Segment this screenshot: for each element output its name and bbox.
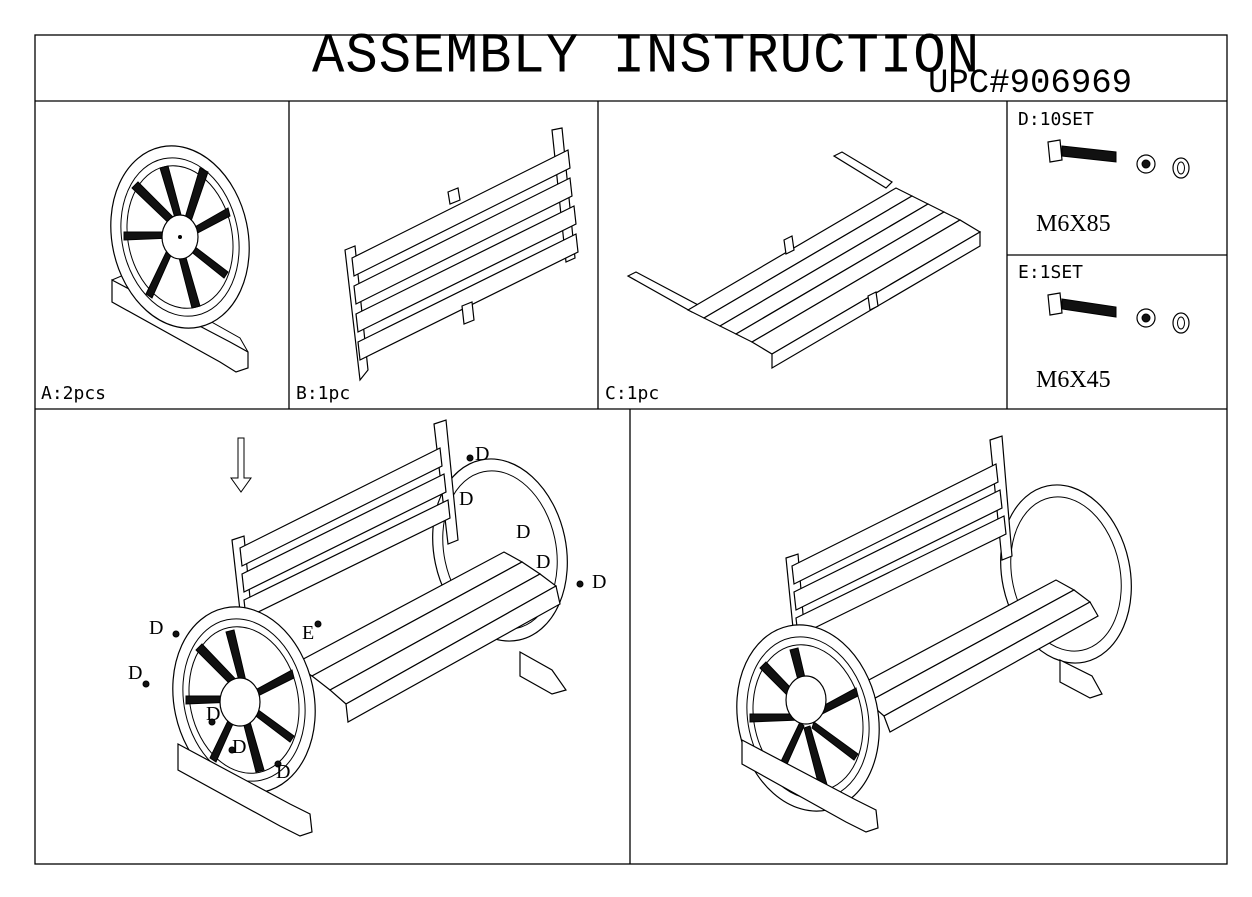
part-b-label: B:1pc <box>296 383 351 404</box>
callout-d: D <box>592 571 607 593</box>
hardware-e-label: E:1SET <box>1018 262 1084 283</box>
part-a-wheel-drawing <box>110 145 250 373</box>
callout-d: D <box>232 736 247 758</box>
part-c-seat-drawing <box>626 151 982 370</box>
page-title: ASSEMBLY INSTRUCTION <box>312 25 981 90</box>
callout-d: D <box>536 551 551 573</box>
upc-code: UPC#906969 <box>928 65 1133 103</box>
part-a-label: A:2pcs <box>41 383 107 404</box>
callout-d: D <box>475 443 490 465</box>
part-b-backrest-drawing <box>344 127 579 382</box>
frame-lines <box>34 34 1228 865</box>
hardware-d-drawing <box>1047 139 1190 179</box>
exploded-assembly-drawing <box>142 419 584 837</box>
finished-assembly-drawing <box>736 435 1132 833</box>
hardware-e-drawing <box>1047 292 1190 334</box>
hardware-d-label: D:10SET <box>1018 109 1094 130</box>
hardware-d-size: M6X85 <box>1036 211 1111 237</box>
hardware-e-size: M6X45 <box>1036 367 1111 393</box>
callout-d: D <box>128 662 143 684</box>
callout-e: E <box>302 622 315 644</box>
callout-d: D <box>149 617 164 639</box>
callout-d: D <box>276 761 291 783</box>
callout-d: D <box>459 488 474 510</box>
exploded-bolts <box>142 454 584 768</box>
callout-d: D <box>206 703 221 725</box>
callout-d: D <box>516 521 531 543</box>
part-c-label: C:1pc <box>605 383 660 404</box>
